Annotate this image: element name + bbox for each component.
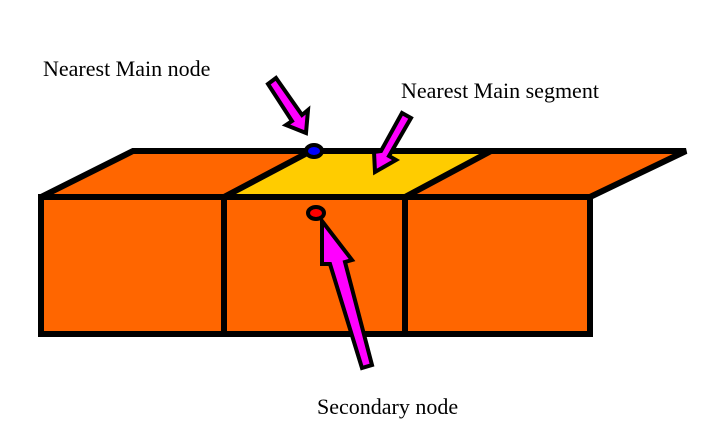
secondary-node-arrow [320,215,375,371]
main-node-arrow [265,75,311,136]
secondary-node [306,205,326,221]
nearest-main-node [304,143,324,159]
label-nearest-main-segment: Nearest Main segment [401,78,599,103]
label-nearest-main-node: Nearest Main node [43,56,211,81]
right-block-front-face [405,197,590,334]
label-secondary-node: Secondary node [317,394,459,419]
left-block-front-face [41,197,224,334]
block-outlines [38,148,688,337]
main-segment-arrow [371,110,414,176]
